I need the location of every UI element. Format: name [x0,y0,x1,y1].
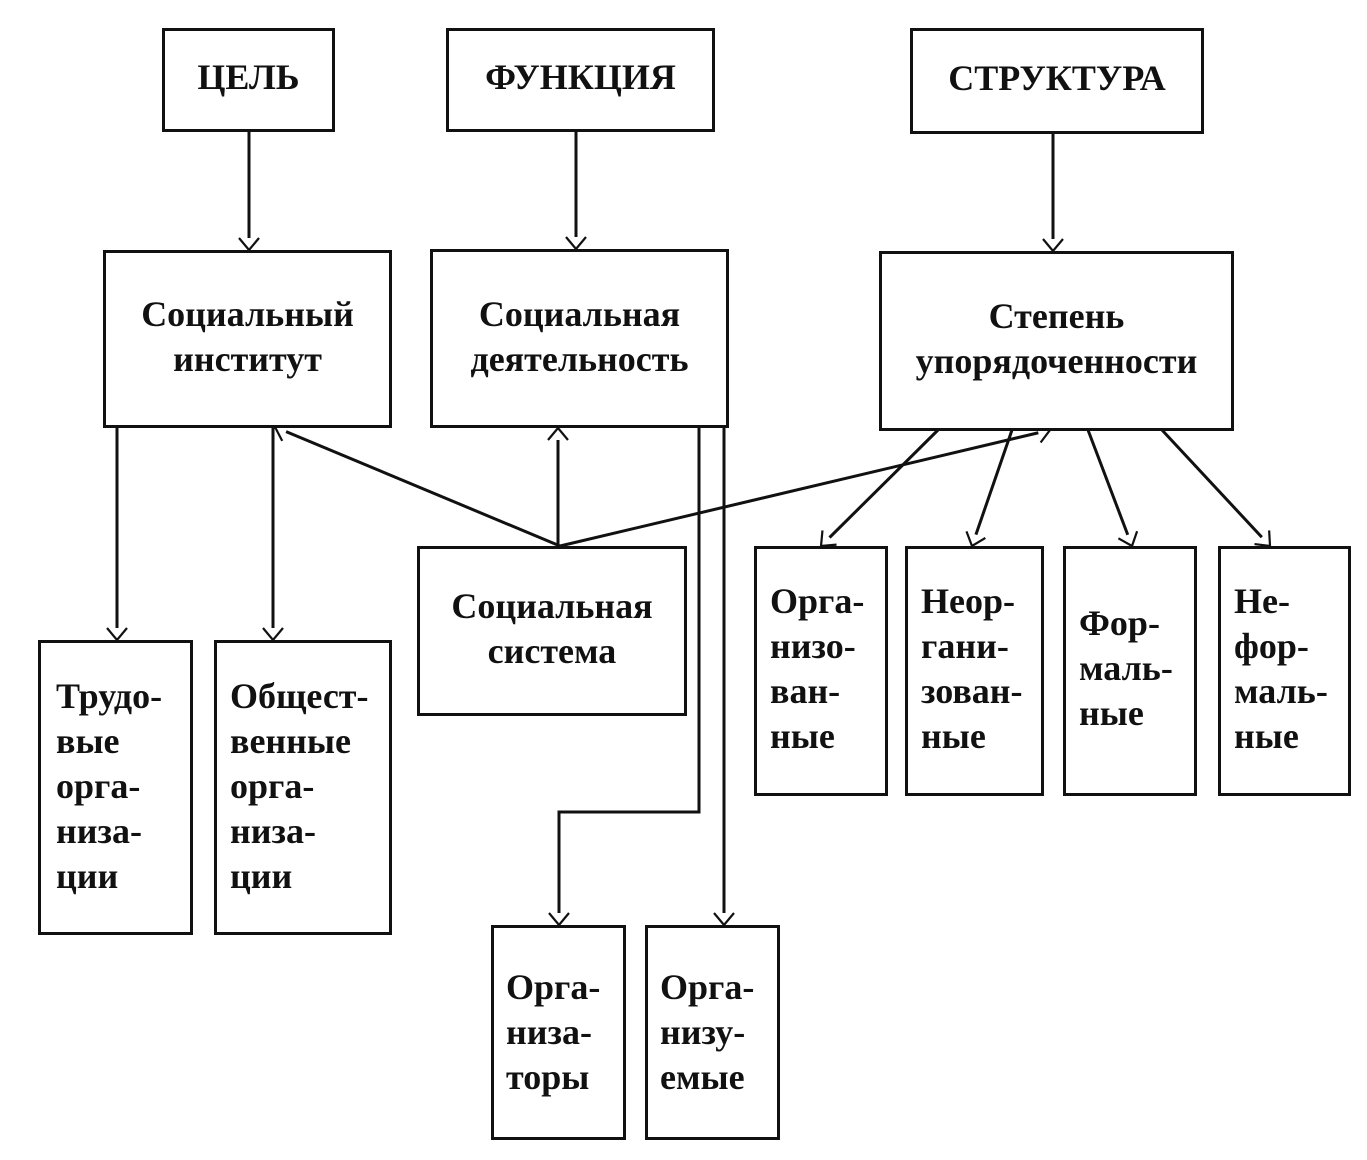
node-structure-label: СТРУКТУРА [948,58,1166,98]
node-social-system-label: Социальная система [451,586,653,671]
node-labor-organizations: Трудо- вые орга- низа- ции [38,640,193,935]
node-organized-ones-label: Орга- низу- емые [660,967,755,1097]
arrow-system-to-social-institute [275,427,561,548]
node-social-institute: Социальный институт [103,250,392,428]
node-labor-organizations-label: Трудо- вые орга- низа- ции [56,676,163,896]
node-function-label: ФУНКЦИЯ [485,57,676,97]
node-formal-label: Фор- маль- ные [1079,603,1173,733]
node-organized: Орга- низо- ван- ные [754,546,888,796]
node-organizers: Орга- низа- торы [491,925,626,1140]
node-degree-of-order-label: Степень упорядоченности [915,296,1198,381]
node-informal-label: Не- фор- маль- ные [1234,581,1328,756]
node-function: ФУНКЦИЯ [446,28,715,132]
node-goal-label: ЦЕЛЬ [197,57,300,97]
node-social-activity: Социальная деятельность [430,249,729,428]
node-goal: ЦЕЛЬ [162,28,335,132]
node-social-institute-label: Социальный институт [141,294,354,379]
node-public-organizations: Общест- венные орга- низа- ции [214,640,392,935]
node-organized-label: Орга- низо- ван- ные [770,581,865,756]
node-public-organizations-label: Общест- венные орга- низа- ции [230,676,369,896]
arrow-order-to-formal [1086,429,1132,546]
node-social-activity-label: Социальная деятельность [470,294,689,379]
node-formal: Фор- маль- ные [1063,546,1197,796]
node-unorganized-label: Неор- гани- зован- ные [921,581,1023,756]
arrow-order-to-organized [821,428,940,546]
node-organizers-label: Орга- низа- торы [506,967,601,1097]
arrow-activity-to-organizers [559,427,701,925]
node-social-system: Социальная система [417,546,687,716]
node-organized-ones: Орга- низу- емые [645,925,780,1140]
arrow-order-to-unorganized [972,429,1014,546]
arrow-system-to-degree-of-order [559,430,1050,548]
arrow-order-to-informal [1160,428,1270,546]
node-informal: Не- фор- маль- ные [1218,546,1351,796]
node-degree-of-order: Степень упорядоченности [879,251,1234,431]
node-unorganized: Неор- гани- зован- ные [905,546,1044,796]
node-structure: СТРУКТУРА [910,28,1204,134]
